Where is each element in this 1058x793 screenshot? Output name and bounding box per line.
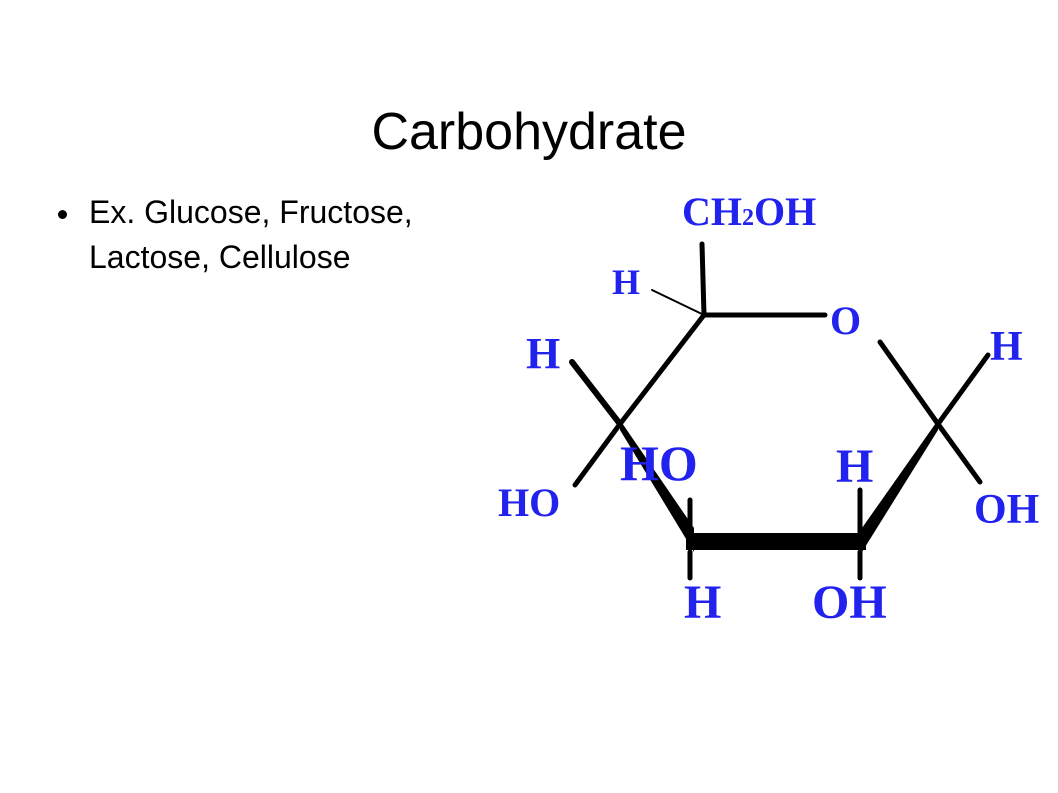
c5-h-label: H [612,262,640,302]
glucose-structure-diagram: CH2OH H O H OH H HO HO H H OH [498,189,1039,629]
bond-c4-ho [572,421,623,488]
bond-c1-c2-wedge [862,420,938,552]
bonds [569,241,991,581]
bond-o-c1 [877,339,941,427]
c4-ho-label: HO [498,480,560,525]
c1-h-label: H [990,324,1023,370]
c1-oh-label: OH [974,487,1039,533]
bond-c5-c4 [617,312,707,427]
bond-c4-h [569,359,623,427]
bullet-dot-icon [58,210,67,219]
bond-c1-oh [935,421,983,485]
bullet-text: Ex. Glucose, Fructose, Lactose, Cellulos… [89,194,413,275]
c2-h-label: H [836,440,873,493]
bold-front-bonds [620,420,938,552]
ch2oh-label: CH2OH [682,189,816,234]
slide-title: Carbohydrate [371,102,687,161]
bond-c4-c3-wedge [620,420,694,552]
bond-c1-h [935,352,991,427]
c3-ho-label: HO [620,435,698,491]
bullet-list: Ex. Glucose, Fructose, Lactose, Cellulos… [58,190,458,280]
bond-c5-ch2oh [699,241,707,318]
c2-oh-label: OH [812,576,887,629]
ring-o-label: O [830,298,861,343]
bullet-item: Ex. Glucose, Fructose, Lactose, Cellulos… [58,190,458,280]
c3-h-label: H [684,576,721,629]
bond-c5-h [651,289,705,316]
bond-c3-c2-bold [686,533,866,550]
atom-labels: CH2OH H O H OH H HO HO H H OH [498,189,1039,629]
c4-h-label: H [526,329,560,378]
